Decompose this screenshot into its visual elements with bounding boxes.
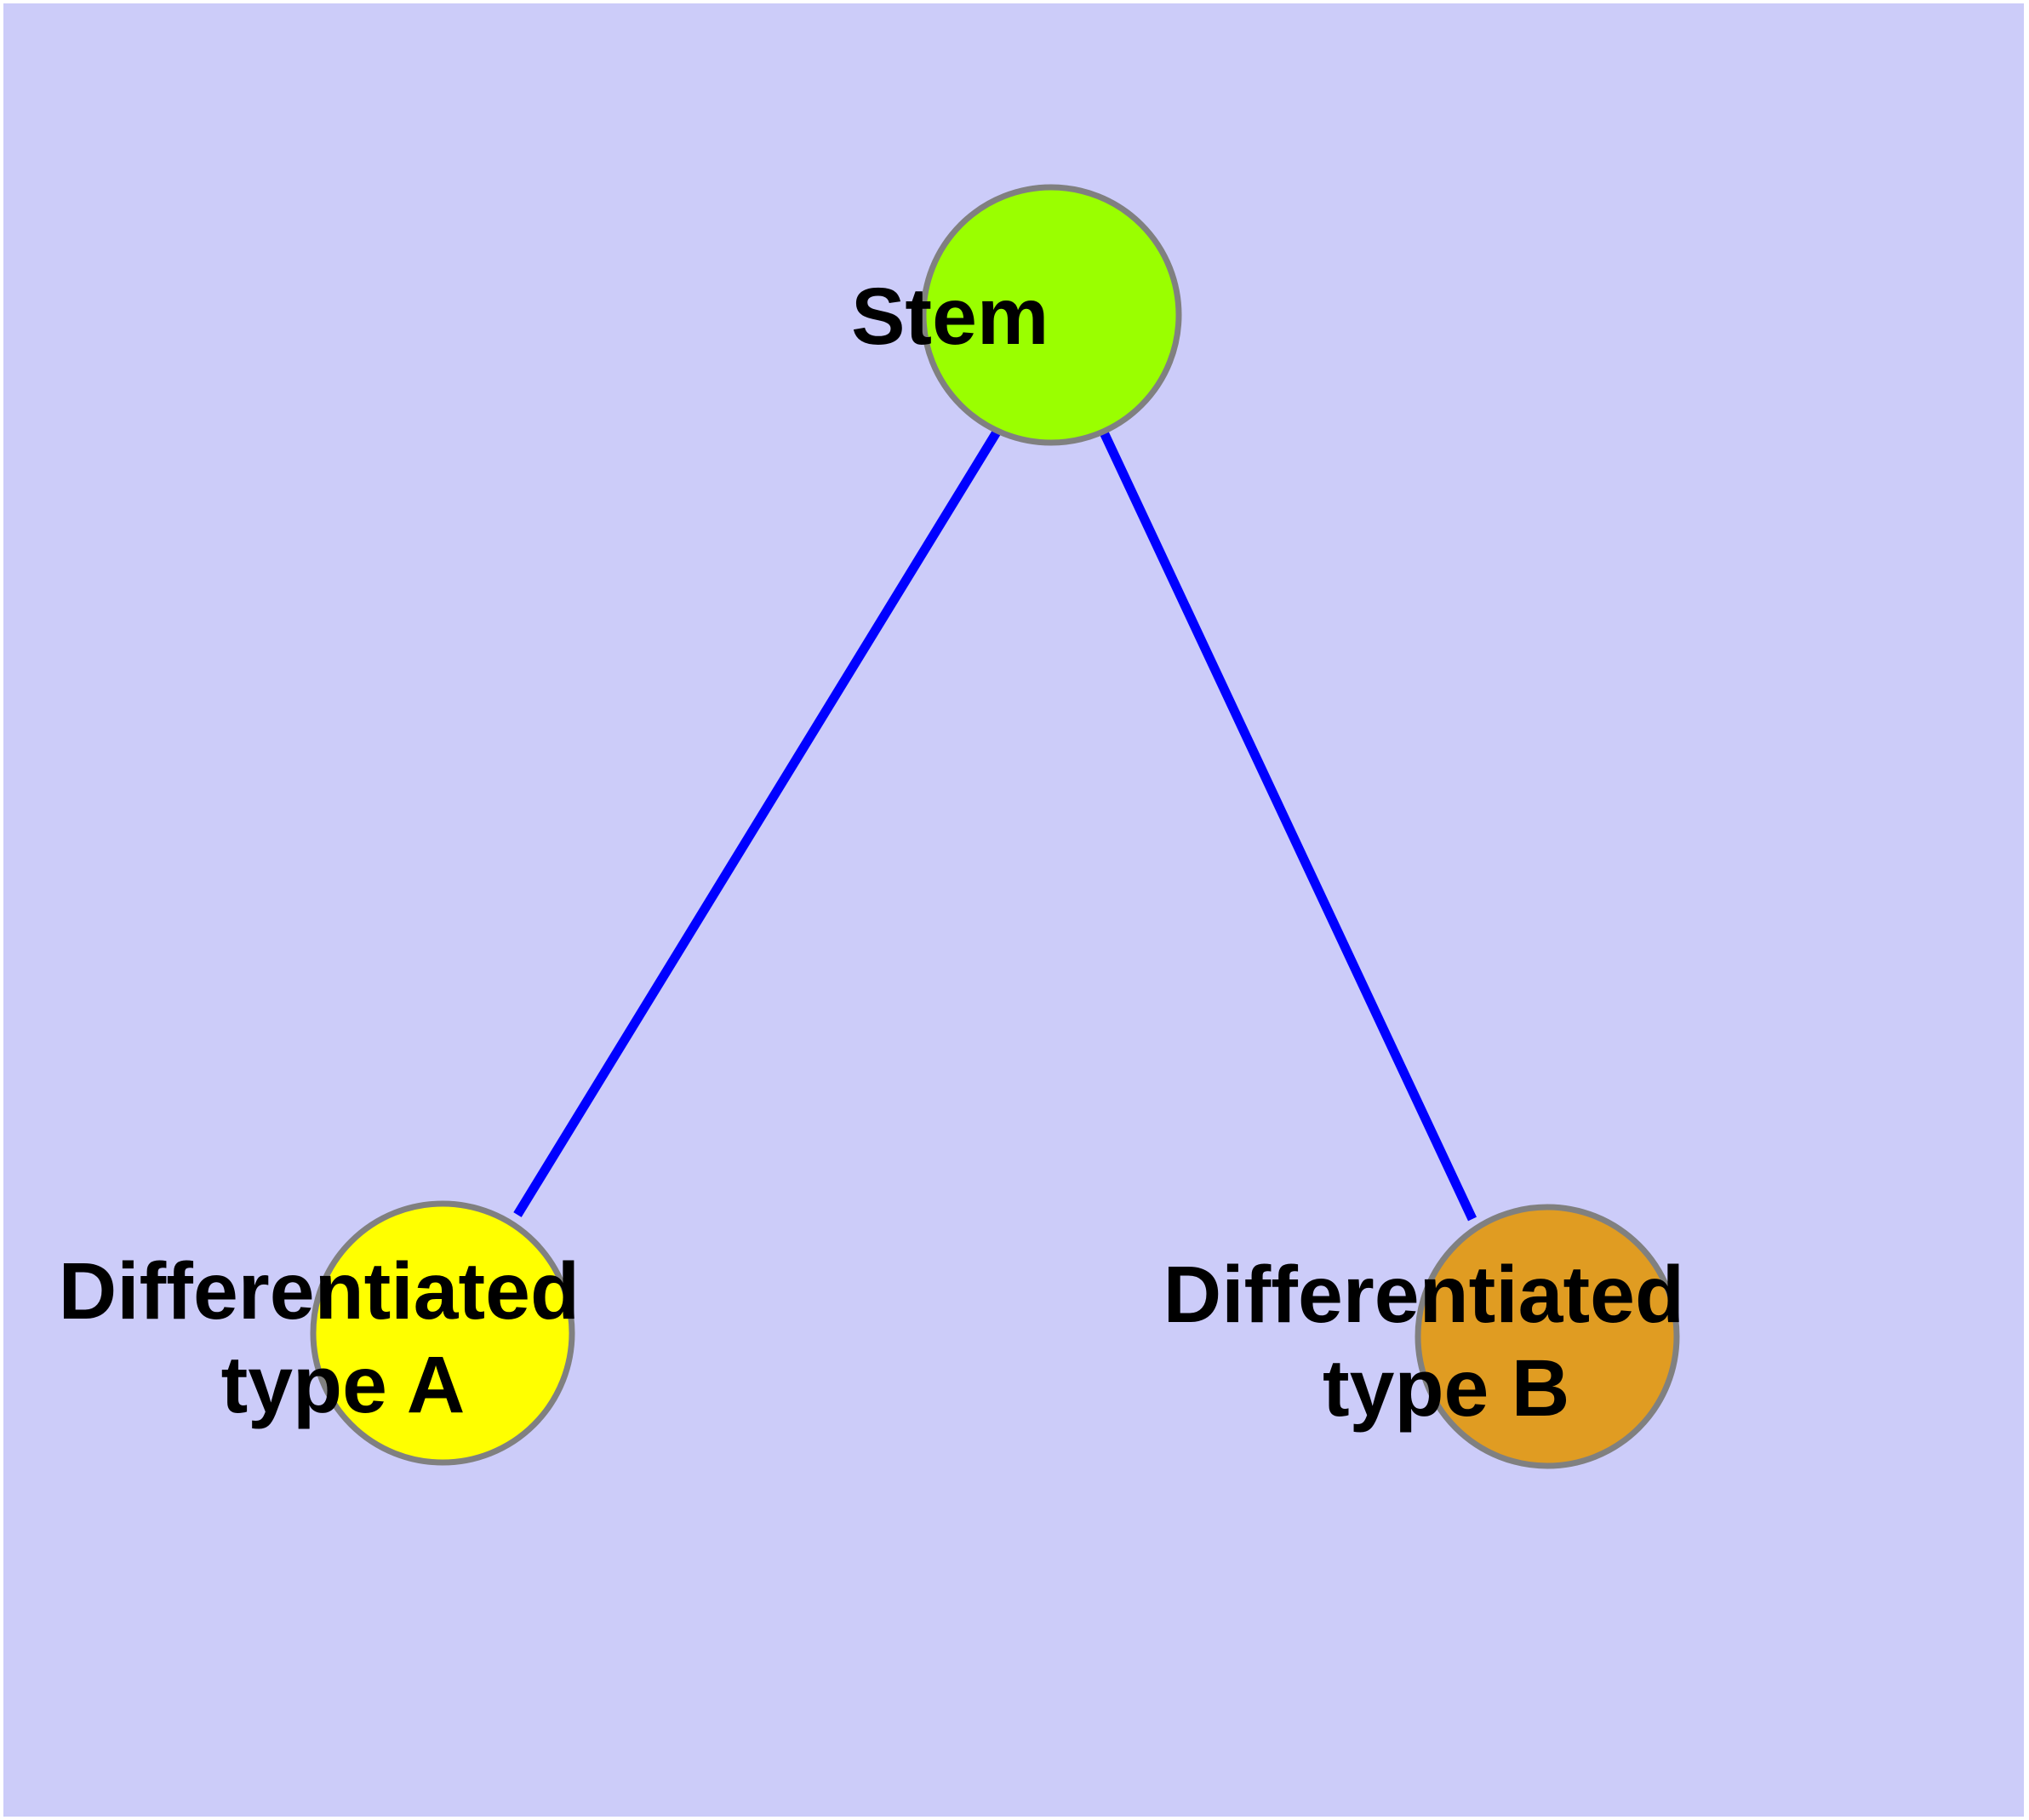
node-circle-differentiated-b[interactable] — [1415, 1204, 1680, 1469]
node-label-stem: Stem — [851, 272, 1251, 362]
node-stem[interactable] — [920, 184, 1182, 446]
node-label-differentiated-a-line-1: Differentiated — [59, 1246, 580, 1336]
node-circle-differentiated-a[interactable] — [310, 1200, 575, 1466]
node-label-differentiated-a-line-2: type A — [221, 1340, 464, 1430]
node-circle-stem[interactable] — [920, 184, 1182, 446]
node-differentiated-type-b[interactable] — [1415, 1204, 1680, 1469]
plot-area: Stem Differentiated type A Differentiate… — [3, 3, 2024, 1817]
edge-stem-to-differentiated-b[interactable] — [1100, 430, 1477, 1222]
edges-group — [513, 428, 1477, 1222]
graph-svg: Stem Differentiated type A Differentiate… — [59, 184, 1932, 1469]
node-label-differentiated-b: Differentiated type B — [1163, 1250, 1932, 1434]
node-label-differentiated-a: Differentiated type A — [59, 1246, 827, 1430]
node-label-differentiated-b-line-1: Differentiated — [1163, 1250, 1684, 1340]
labels-group: Stem Differentiated type A Differentiate… — [59, 272, 1932, 1434]
node-label-stem-line-1: Stem — [851, 272, 1049, 362]
node-differentiated-type-a[interactable] — [310, 1200, 575, 1466]
node-label-differentiated-b-line-2: type B — [1323, 1343, 1569, 1434]
edge-stem-to-differentiated-a[interactable] — [513, 428, 1002, 1217]
